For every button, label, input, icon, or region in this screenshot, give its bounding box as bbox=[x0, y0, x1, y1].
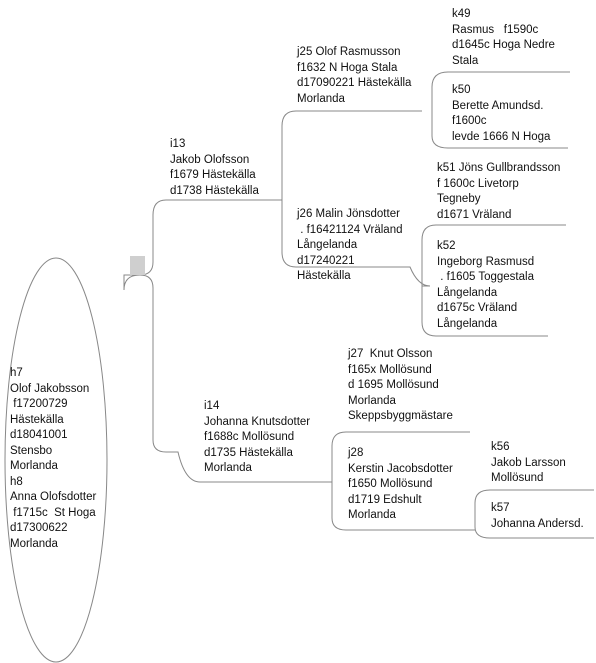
person-line: k57 bbox=[491, 502, 510, 514]
person-line: Hästekälla bbox=[10, 413, 64, 426]
person-line: f17200729 bbox=[10, 398, 68, 410]
person-line: j25 Olof Rasmusson bbox=[297, 46, 401, 58]
expand-marker bbox=[130, 256, 145, 275]
person-line: Skeppsbyggmästare bbox=[348, 410, 453, 422]
person-line: Stensbo bbox=[10, 444, 53, 457]
person-line: . f16421124 Vräland bbox=[297, 223, 403, 236]
person-line: Morlanda bbox=[348, 394, 396, 407]
bracket-j28 bbox=[474, 489, 491, 539]
person-line: d1675c Vräland bbox=[437, 302, 518, 314]
person-line: Berette Amundsd. bbox=[452, 99, 544, 112]
person-line: k51 Jöns Gullbrandsson bbox=[437, 162, 561, 174]
person-line: Morlanda bbox=[297, 92, 345, 105]
person-line: Långelanda bbox=[437, 317, 498, 330]
person-line: Morlanda bbox=[348, 509, 396, 521]
person-line: Jakob Olofsson bbox=[170, 153, 250, 166]
person-line: Morlanda bbox=[10, 460, 58, 472]
person-line: d1719 Edshult bbox=[348, 493, 422, 506]
person-line: . f1605 Toggestala bbox=[437, 271, 534, 283]
person-line: d17300622 bbox=[10, 522, 68, 534]
person-line: Jakob Larsson bbox=[491, 456, 566, 469]
person-line: h8 bbox=[10, 475, 23, 488]
person-line: Mollösund bbox=[491, 472, 544, 484]
person-line: Långelanda bbox=[437, 286, 498, 299]
person-line: f165x Mollösund bbox=[348, 363, 432, 376]
person-line: Johanna Knutsdotter bbox=[204, 415, 311, 428]
person-line: d18041001 bbox=[10, 429, 68, 441]
person-line: d1735 Hästekälla bbox=[204, 446, 293, 459]
bracket-j25 bbox=[431, 71, 449, 149]
person-line: levde 1666 N Hoga bbox=[452, 130, 551, 143]
bracket-i14 bbox=[331, 431, 347, 531]
bracket-j26 bbox=[421, 224, 437, 337]
person-line: d 1695 Mollösund bbox=[348, 379, 439, 391]
person-line: Stala bbox=[452, 54, 479, 67]
person-line: i14 bbox=[204, 400, 220, 412]
person-line: Kerstin Jacobsdotter bbox=[348, 462, 453, 475]
person-line: j28 bbox=[348, 447, 364, 459]
person-line: k52 bbox=[437, 240, 456, 252]
person-line: k50 bbox=[452, 84, 471, 96]
person-j26: j26 Malin Jönsdotter . f16421124 Vräland… bbox=[297, 207, 403, 285]
bracket-root bbox=[123, 199, 167, 453]
person-line: d17240221 bbox=[297, 254, 355, 267]
person-line: Morlanda bbox=[10, 537, 58, 550]
person-line: f1632 N Hoga Stala bbox=[297, 61, 398, 74]
person-line: f1600c bbox=[452, 115, 487, 127]
underline-j26 bbox=[296, 266, 431, 287]
underline-i14 bbox=[166, 451, 332, 483]
person-j25: j25 Olof Rasmusson f1632 N Hoga Stala d170… bbox=[297, 45, 411, 107]
person-line: f 1600c Livetorp bbox=[437, 177, 519, 190]
person-line: Rasmus f1590c bbox=[452, 23, 539, 36]
person-j27: j27 Knut Olsson f165x Mollösund d 1695 Mol… bbox=[348, 347, 453, 425]
person-line: k49 bbox=[452, 8, 471, 20]
person-line: d17090221 Hästekälla bbox=[297, 77, 412, 89]
person-line: j27 Knut Olsson bbox=[348, 348, 433, 360]
person-line: f1688c Mollösund bbox=[204, 431, 295, 443]
person-line: Ingeborg Rasmusd bbox=[437, 255, 535, 268]
bracket-i13 bbox=[281, 110, 297, 268]
person-line: Morlanda bbox=[204, 462, 252, 474]
person-line: k56 bbox=[491, 441, 510, 453]
person-line: Hästekälla bbox=[297, 270, 351, 282]
person-line: Anna Olofsdotter bbox=[10, 491, 97, 503]
person-line: d1645c Hoga Nedre bbox=[452, 39, 555, 51]
person-line: Tegneby bbox=[437, 193, 481, 205]
person-line: f1650 Mollösund bbox=[348, 478, 433, 490]
person-line: Johanna Andersd. bbox=[491, 517, 584, 530]
person-line: d1738 Hästekälla bbox=[170, 184, 259, 197]
person-line: d1671 Vräland bbox=[437, 208, 512, 221]
person-line: f1679 Hästekälla bbox=[170, 169, 256, 181]
person-line: i13 bbox=[170, 138, 186, 150]
person-line: Långelanda bbox=[297, 239, 358, 251]
person-line: f1715c St Hoga bbox=[10, 506, 96, 519]
person-line: h7 bbox=[10, 367, 23, 379]
person-line: Olof Jakobsson bbox=[10, 382, 90, 395]
person-line: j26 Malin Jönsdotter bbox=[297, 208, 400, 220]
root-oval bbox=[4, 257, 108, 663]
